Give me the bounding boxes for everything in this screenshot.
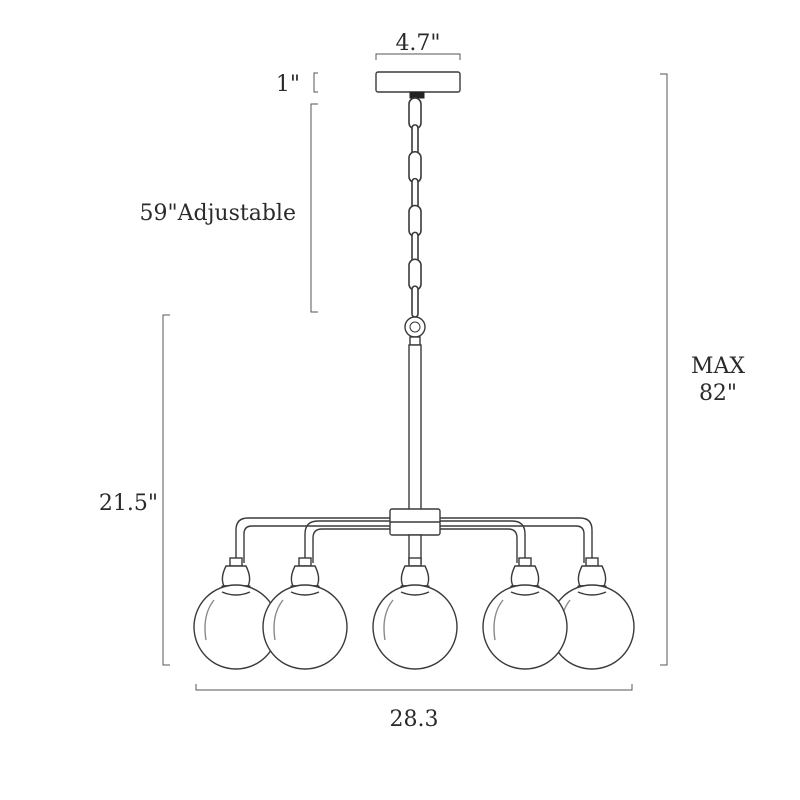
ceiling-canopy (375, 71, 461, 93)
glass-shade (482, 557, 568, 670)
canopy-width-dimension: 4.7" (375, 31, 461, 60)
chain-link (411, 285, 419, 318)
inner-right-arm (438, 520, 526, 563)
chain (408, 97, 422, 318)
center-hub (389, 508, 441, 564)
outer-left-arm (235, 517, 392, 563)
fixture-height-label: 21.5" (99, 491, 158, 516)
canopy-height-dimension: 1" (276, 72, 318, 97)
chain-length-label: 59"Adjustable (140, 201, 296, 226)
inner-left-arm (304, 520, 392, 563)
glass-shades (193, 557, 635, 670)
fixture-width-label: 28.3 (390, 707, 439, 732)
down-rod (408, 344, 422, 511)
chandelier-drawing (193, 71, 635, 670)
max-height-label-line2: 82" (699, 381, 737, 406)
loop-ring (404, 316, 426, 346)
max-height-label-line1: MAX (691, 354, 745, 379)
chain-length-dimension: 59"Adjustable (140, 103, 318, 313)
canopy-height-label: 1" (276, 72, 300, 97)
canopy-width-label: 4.7" (395, 31, 440, 56)
glass-shade (193, 557, 279, 670)
glass-shade (262, 557, 348, 670)
fixture-width-dimension: 28.3 (195, 684, 633, 732)
fixture-height-dimension: 21.5" (99, 314, 170, 666)
max-height-dimension: MAX 82" (660, 73, 745, 666)
glass-shade (372, 557, 458, 670)
glass-shade (549, 557, 635, 670)
canopy-nut (409, 91, 425, 99)
outer-right-arm (438, 517, 593, 563)
